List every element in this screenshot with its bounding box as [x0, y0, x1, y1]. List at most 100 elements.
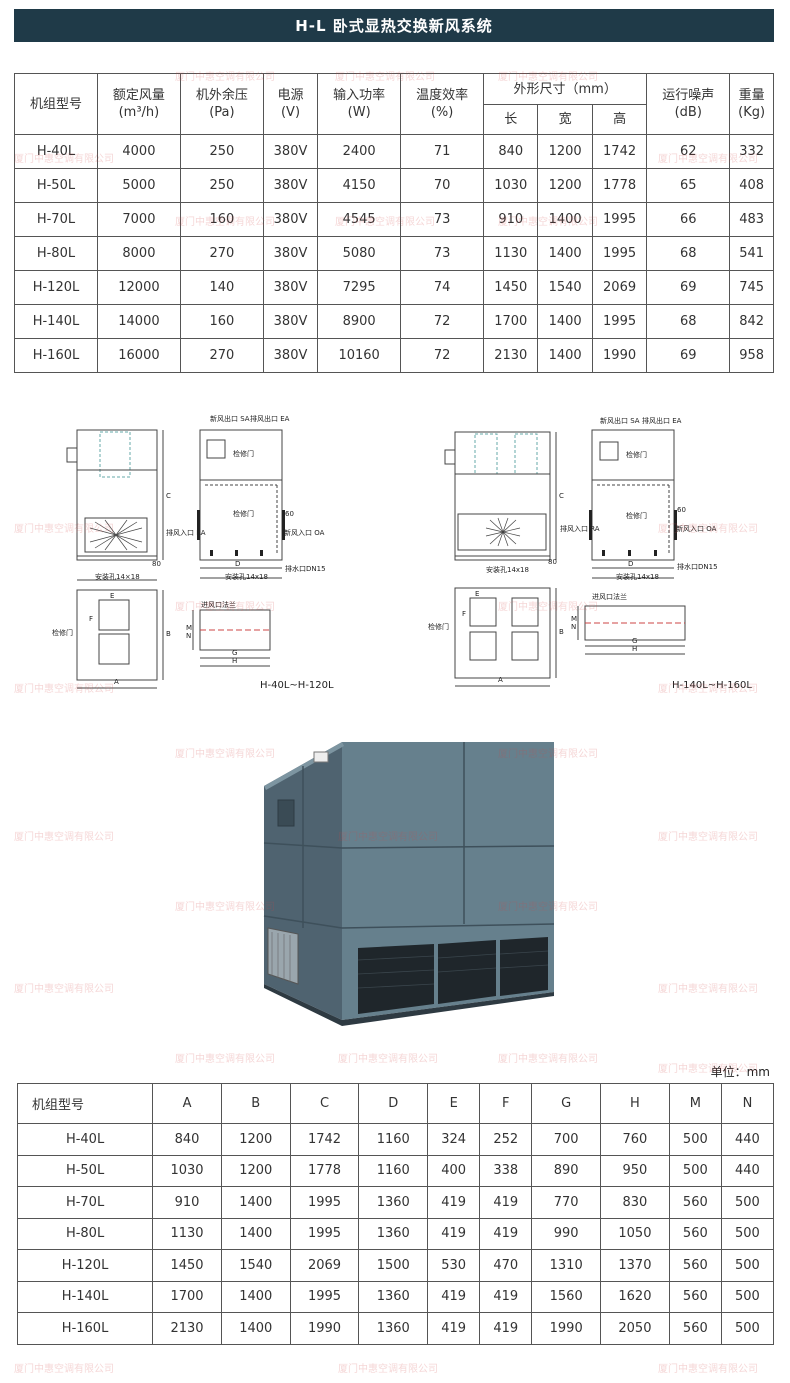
drawing-caption-left: H-40L~H-120L [260, 680, 334, 691]
table-cell: 500 [720, 1249, 775, 1282]
table-cell: 1130 [483, 236, 539, 271]
table-cell: 1400 [220, 1217, 291, 1250]
watermark-text: 厦门中惠空调有限公司 [175, 1054, 275, 1065]
table-cell: H-120L [14, 270, 98, 305]
table-cell: H-80L [16, 1217, 154, 1250]
label-dim-80-right: 80 [548, 558, 557, 566]
table-cell: 500 [720, 1217, 775, 1250]
table-cell: 1400 [220, 1280, 291, 1313]
table-cell: 483 [729, 202, 774, 237]
label-dim-b-right: B [559, 628, 564, 636]
label-ea: 排风出口 EA [250, 415, 290, 423]
table-cell: 1742 [591, 134, 648, 169]
table-cell: H-140L [14, 304, 98, 339]
table-cell: 380V [262, 202, 319, 237]
table-cell: 16000 [96, 338, 181, 373]
label-dim-e: E [110, 592, 115, 600]
table-cell: 400 [427, 1154, 481, 1187]
label-dim-m: M [186, 624, 193, 632]
table-cell: 7000 [96, 202, 181, 237]
label-dim-f: F [89, 615, 94, 623]
table-cell: 1995 [289, 1217, 360, 1250]
table-cell: 250 [179, 134, 264, 169]
table-cell: 419 [427, 1186, 481, 1219]
label-oa: 新风入口 OA [284, 529, 325, 537]
dim-header-cell: C [289, 1083, 360, 1124]
technical-drawing-right [444, 429, 686, 687]
dim-header-cell: M [668, 1083, 722, 1124]
label-flange-right: 进风口法兰 [592, 593, 627, 601]
drawing-h140-h160: 新风出口 SA 排风出口 EA 检修门 检修门 检修门 排风入口 RA 新风入口… [420, 410, 780, 691]
table-cell: 745 [729, 270, 774, 305]
table-cell: 270 [179, 338, 264, 373]
table-cell: 66 [646, 202, 731, 237]
table-cell: 419 [427, 1312, 481, 1345]
label-dim-60-right: 60 [677, 506, 686, 514]
label-dim-n-right: N [571, 623, 577, 631]
table-cell: 2069 [591, 270, 648, 305]
table-cell: 1360 [358, 1217, 429, 1250]
table-cell: 1030 [152, 1154, 222, 1187]
table-cell: 1360 [358, 1186, 429, 1219]
table-cell: 1990 [591, 338, 648, 373]
table-cell: 1400 [537, 304, 593, 339]
table-cell: H-40L [14, 134, 98, 169]
table-cell: 560 [668, 1312, 722, 1345]
label-dim-a: A [114, 678, 119, 686]
table-cell: 250 [179, 168, 264, 203]
table-cell: 71 [400, 134, 485, 169]
table-cell: 1200 [537, 134, 593, 169]
table-cell: 760 [600, 1123, 670, 1156]
table-cell: 160 [179, 202, 264, 237]
table-cell: 1130 [152, 1217, 222, 1250]
col-noise: 运行噪声(dB) [646, 73, 731, 135]
table-cell: 1450 [483, 270, 539, 305]
dim-header-cell: F [479, 1083, 533, 1124]
table-cell: 700 [531, 1123, 602, 1156]
table-cell: 380V [262, 304, 319, 339]
col-width: 宽 [537, 104, 593, 135]
col-power-supply: 电源(V) [262, 73, 319, 135]
table-cell: 10160 [317, 338, 402, 373]
table-cell: 1400 [537, 236, 593, 271]
table-cell: 380V [262, 338, 319, 373]
table-cell: 419 [479, 1217, 533, 1250]
label-drain-right: 排水口DN15 [677, 563, 718, 571]
label-dim-60: 60 [285, 510, 294, 518]
table-cell: 990 [531, 1217, 602, 1250]
col-dimensions: 外形尺寸（mm） [483, 73, 648, 105]
table-cell: 69 [646, 270, 731, 305]
table-cell: H-140L [16, 1280, 154, 1313]
label-access-door-right-2: 检修门 [626, 512, 647, 520]
table-cell: 1995 [591, 202, 648, 237]
product-photo [258, 738, 560, 1038]
dim-header-cell: D [358, 1083, 429, 1124]
label-mount-hole-1: 安装孔14×18 [95, 573, 140, 581]
table-cell: 1700 [152, 1280, 222, 1313]
label-dim-g-right: G [632, 637, 638, 645]
table-cell: H-160L [14, 338, 98, 373]
table-cell: 1778 [289, 1154, 360, 1187]
table-cell: 1160 [358, 1123, 429, 1156]
table-cell: 2130 [152, 1312, 222, 1345]
table-cell: 890 [531, 1154, 602, 1187]
table-cell: 500 [720, 1312, 775, 1345]
label-ra: 排风入口 RA [166, 529, 206, 537]
label-dim-h: H [232, 657, 238, 665]
table-cell: 270 [179, 236, 264, 271]
table-cell: 419 [479, 1312, 533, 1345]
label-sa-right: 新风出口 SA [600, 417, 640, 425]
table-cell: 500 [720, 1280, 775, 1313]
table-cell: H-70L [14, 202, 98, 237]
table-cell: 73 [400, 236, 485, 271]
table-cell: 1995 [289, 1186, 360, 1219]
table-cell: 408 [729, 168, 774, 203]
table-cell: H-50L [14, 168, 98, 203]
